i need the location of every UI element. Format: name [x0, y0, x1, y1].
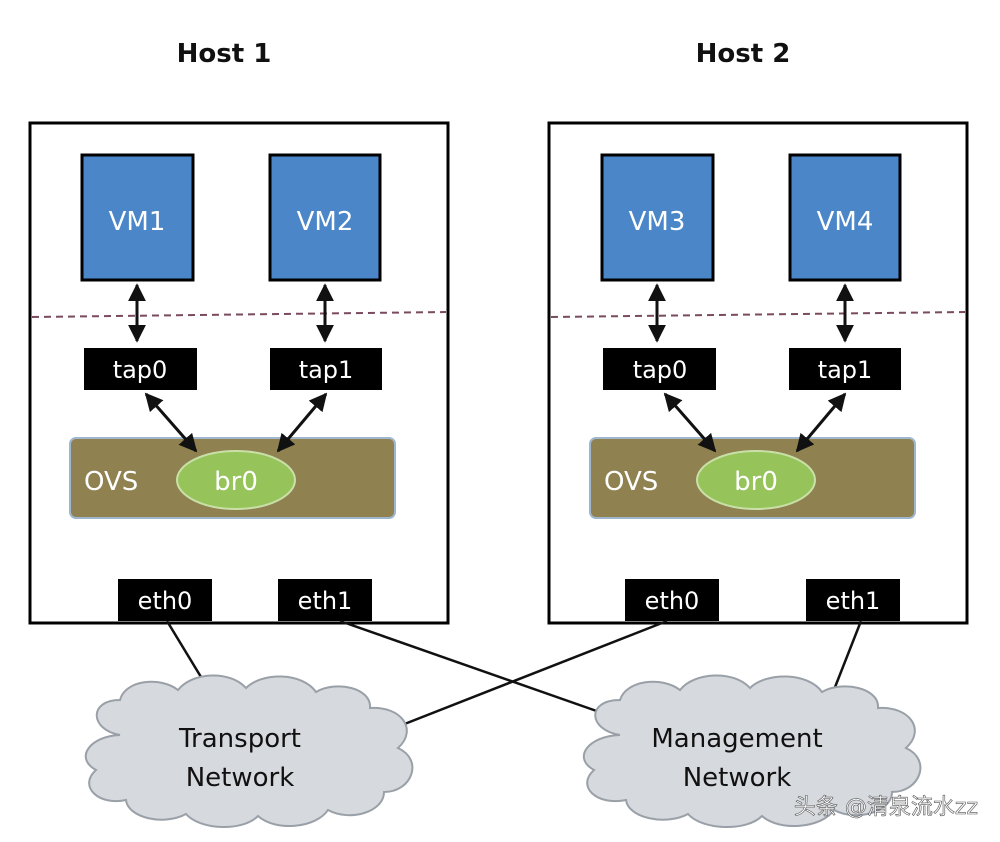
host1-vm1: VM1 [80, 153, 195, 282]
vm-label: VM4 [817, 207, 874, 237]
host2-vm4: VM4 [788, 153, 902, 282]
ovs-label: OVS [604, 467, 658, 497]
iface-label: tap1 [299, 356, 354, 384]
host2-title: Host 2 [696, 39, 791, 69]
transport-network-label-line2: Network [186, 763, 295, 793]
host2-kernel-user-separator [550, 311, 966, 318]
bridge-label: br0 [734, 467, 778, 497]
watermark: 头条 @清泉流水zz [794, 795, 978, 820]
host2-eth1: eth1 [806, 579, 900, 621]
host1-tap1-br0-link [276, 392, 328, 453]
transport-network-cloud: Transport Network [84, 674, 414, 828]
host1-tap0-br0-link [144, 392, 198, 453]
host1-eth0: eth0 [118, 579, 212, 621]
vm-label: VM1 [109, 207, 166, 237]
host2-tap1: tap1 [789, 348, 901, 390]
host2-eth0-transport-link [401, 619, 668, 727]
management-network-label-line2: Network [683, 763, 792, 793]
host1-tap0: tap0 [84, 348, 197, 390]
iface-label: eth0 [645, 587, 700, 615]
host1-tap1: tap1 [270, 348, 382, 390]
vm-label: VM3 [629, 207, 686, 237]
host2-br0: br0 [696, 450, 816, 510]
host1-eth1: eth1 [278, 579, 372, 621]
host1-kernel-user-separator [31, 311, 447, 318]
iface-label: eth1 [826, 587, 881, 615]
iface-label: tap0 [633, 356, 688, 384]
management-network-label-line1: Management [651, 724, 822, 754]
management-network-cloud: Management Network [582, 674, 922, 828]
iface-label: eth1 [298, 587, 353, 615]
vm-label: VM2 [297, 207, 354, 237]
host2-tap1-br0-link [795, 392, 847, 453]
transport-network-label-line1: Transport [178, 724, 301, 754]
host1-vm2: VM2 [268, 153, 382, 282]
host2-vm3: VM3 [600, 153, 715, 282]
iface-label: tap1 [818, 356, 873, 384]
host2-tap0-br0-link [663, 392, 717, 453]
ovs-label: OVS [84, 467, 138, 497]
host2-tap0: tap0 [603, 348, 716, 390]
host1-eth1-management-link [339, 619, 629, 724]
host1-title: Host 1 [177, 39, 272, 69]
host2-eth0: eth0 [625, 579, 719, 621]
iface-label: eth0 [138, 587, 193, 615]
bridge-label: br0 [214, 467, 258, 497]
host1-br0: br0 [176, 450, 296, 510]
iface-label: tap0 [113, 356, 168, 384]
